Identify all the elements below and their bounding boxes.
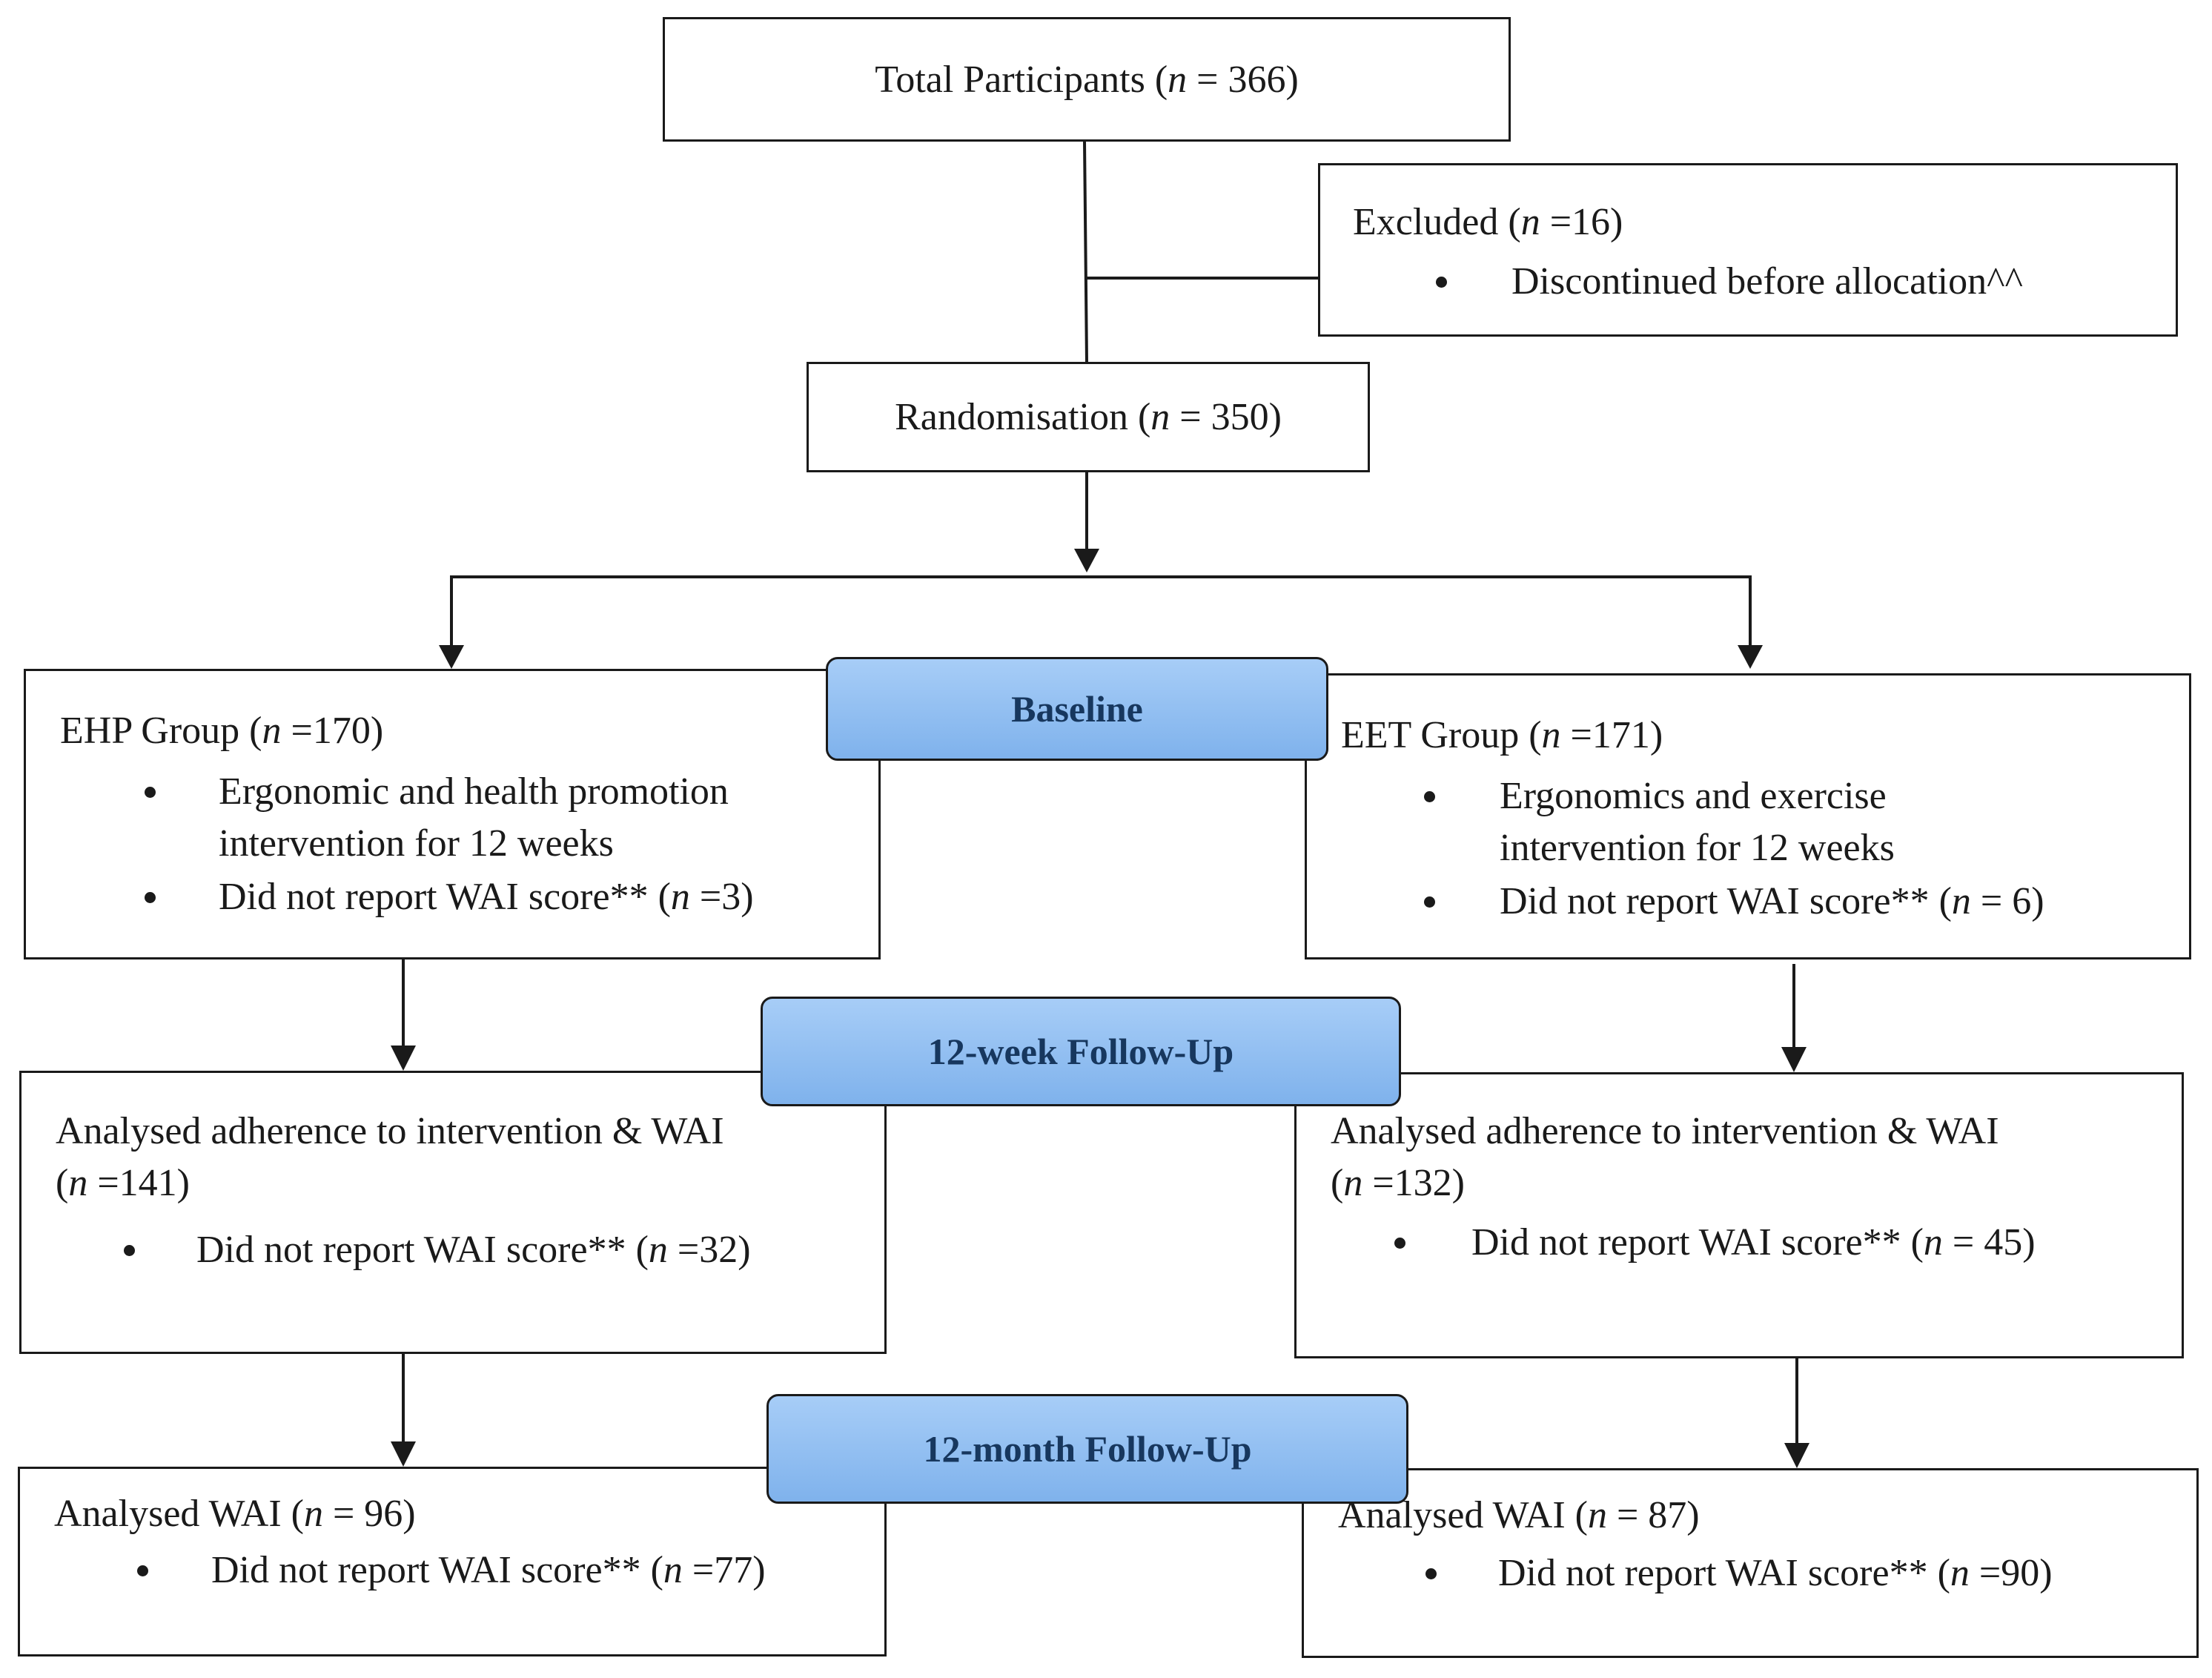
bullet-icon [137, 1565, 148, 1576]
ehp-week12-box: Analysed adherence to intervention & WAI… [19, 1071, 887, 1354]
arrowhead-eet-week12 [1781, 1047, 1807, 1072]
bullet-icon [1424, 896, 1435, 908]
ehp-group-label: EHP Group (n =170) [60, 710, 384, 752]
excluded-reason: Discontinued before allocation^^ [1511, 260, 2023, 303]
arrowhead-eet [1738, 645, 1763, 669]
excluded-label: Excluded (n =16) [1353, 201, 1623, 243]
eet-month12-missing-wai: Did not report WAI score** (n =90) [1498, 1552, 2053, 1594]
eet-month12-box: Analysed WAI (n = 87) Did not report WAI… [1302, 1468, 2199, 1658]
total-participants-box: Total Participants (n = 366) [663, 17, 1511, 142]
randomisation-label: Randomisation (n = 350) [895, 396, 1282, 438]
stage-baseline: Baseline [826, 657, 1328, 761]
arrowhead-ehp [439, 645, 464, 669]
randomisation-box: Randomisation (n = 350) [807, 362, 1370, 472]
ehp-intervention-text: Ergonomic and health promotion intervent… [219, 770, 729, 865]
bullet-icon [1436, 277, 1447, 288]
bullet-icon [124, 1245, 135, 1256]
line-split [450, 575, 1752, 645]
arrowhead-ehp-month12 [391, 1441, 416, 1467]
arrowhead-randomisation [1074, 549, 1099, 572]
eet-week12-label: Analysed adherence to intervention & WAI [1331, 1110, 1999, 1152]
eet-baseline-missing-wai: Did not report WAI score** (n = 6) [1500, 880, 2044, 922]
bullet-icon [1425, 1568, 1437, 1579]
line-total-to-randomisation [1083, 140, 1088, 363]
ehp-month12-box: Analysed WAI (n = 96) Did not report WAI… [18, 1467, 887, 1656]
excluded-box: Excluded (n =16) Discontinued before all… [1318, 163, 2178, 337]
eet-week12-missing-wai: Did not report WAI score** (n = 45) [1471, 1221, 2036, 1264]
eet-week12-count: (n =132) [1331, 1162, 1465, 1204]
bullet-icon [145, 787, 156, 798]
ehp-month12-missing-wai: Did not report WAI score** (n =77) [211, 1549, 766, 1591]
eet-group-label: EET Group (n =171) [1341, 714, 1663, 756]
eet-baseline-box: EET Group (n =171) Ergonomics and exerci… [1305, 673, 2191, 959]
bullet-icon [1394, 1238, 1405, 1249]
ehp-baseline-box: EHP Group (n =170) Ergonomic and health … [24, 669, 881, 959]
ehp-week12-missing-wai: Did not report WAI score** (n =32) [196, 1229, 751, 1271]
ehp-week12-count: (n =141) [56, 1162, 190, 1204]
stage-12-month-follow-up: 12-month Follow-Up [766, 1394, 1408, 1504]
ehp-baseline-missing-wai: Did not report WAI score** (n =3) [219, 876, 754, 918]
bullet-icon [145, 892, 156, 903]
eet-intervention-text: Ergonomics and exercise intervention for… [1500, 775, 1895, 869]
ehp-month12-label: Analysed WAI (n = 96) [54, 1493, 416, 1535]
stage-12-week-follow-up: 12-week Follow-Up [761, 997, 1401, 1106]
arrowhead-eet-month12 [1784, 1443, 1809, 1468]
bullet-icon [1424, 791, 1435, 802]
eet-week12-box: Analysed adherence to intervention & WAI… [1294, 1072, 2184, 1358]
arrowhead-ehp-week12 [391, 1046, 416, 1071]
total-participants-label: Total Participants (n = 366) [875, 58, 1299, 101]
ehp-week12-label: Analysed adherence to intervention & WAI [56, 1110, 724, 1152]
